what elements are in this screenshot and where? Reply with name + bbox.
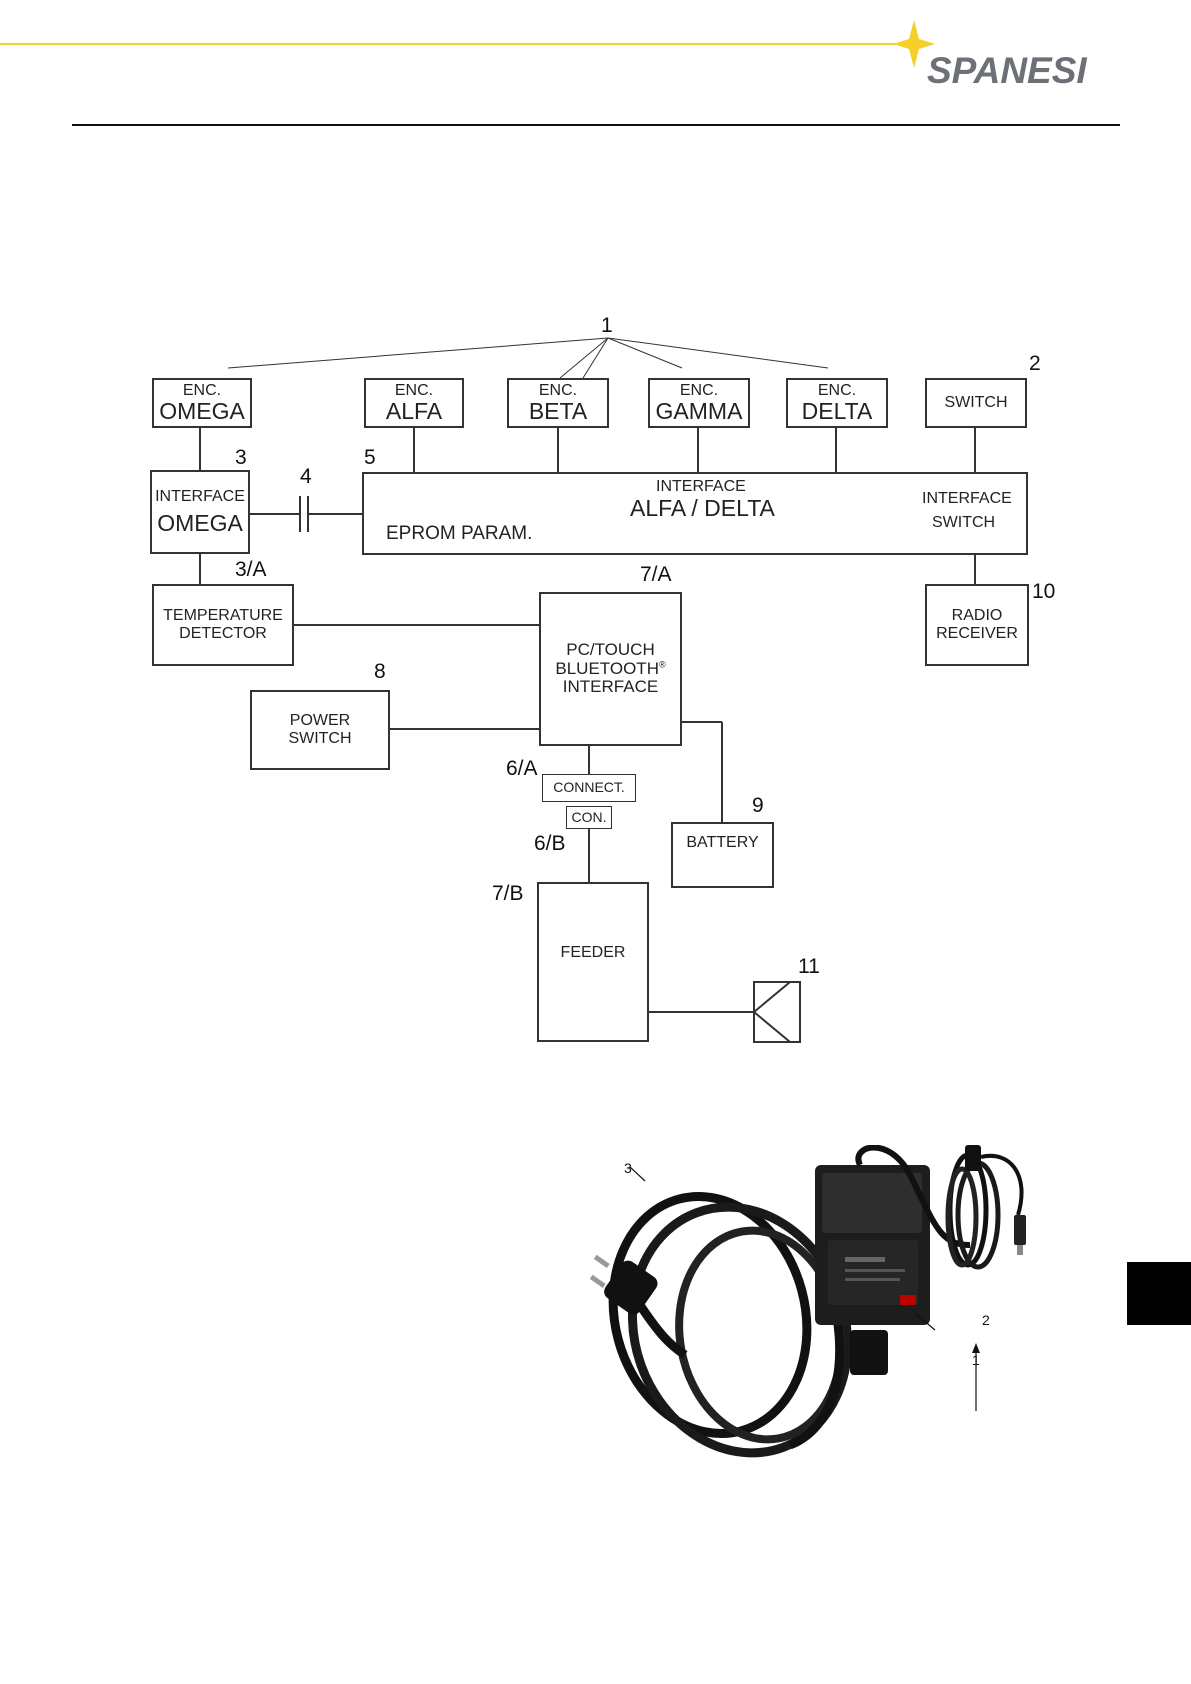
interface-main-line1: INTERFACE (656, 478, 746, 496)
label-4: 4 (300, 465, 312, 489)
connect-box: CONNECT. (542, 774, 636, 802)
photo-callout-1: 1 (972, 1352, 980, 1368)
pc-touch-box: PC/TOUCH BLUETOOTH® INTERFACE (539, 592, 682, 746)
enc-gamma-box: ENC. GAMMA (648, 378, 750, 428)
switch-label: SWITCH (944, 394, 1007, 412)
battery-label: BATTERY (686, 834, 758, 852)
enc-beta-box: ENC. BETA (507, 378, 609, 428)
radio-line1: RADIO (952, 607, 1003, 625)
interface-omega-box: INTERFACE OMEGA (150, 470, 250, 554)
enc-delta-line2: DELTA (802, 399, 873, 424)
switch-box: SWITCH (925, 378, 1027, 428)
registered-mark: ® (659, 659, 666, 669)
interface-omega-line2: OMEGA (157, 511, 243, 536)
temperature-line2: DETECTOR (179, 625, 267, 643)
enc-omega-line1: ENC. (183, 382, 221, 400)
label-1: 1 (601, 314, 613, 338)
label-10: 10 (1032, 580, 1055, 604)
power-line2: SWITCH (288, 730, 351, 748)
label-11: 11 (798, 955, 820, 979)
label-3a: 3/A (235, 558, 267, 582)
dc-cable-icon (948, 1145, 1026, 1267)
feeder-box: FEEDER (537, 882, 649, 1042)
label-5: 5 (364, 446, 376, 470)
label-8: 8 (374, 660, 386, 684)
interface-main-line2: ALFA / DELTA (630, 496, 775, 521)
label-7a: 7/A (640, 563, 672, 587)
power-supply-illustration (590, 1145, 1130, 1475)
pc-touch-line1: PC/TOUCH (566, 641, 654, 660)
enc-delta-line1: ENC. (818, 382, 856, 400)
photo-callout-3: 3 (624, 1160, 632, 1176)
eprom-param-label: EPROM PARAM. (386, 524, 532, 545)
enc-alfa-line1: ENC. (395, 382, 433, 400)
label-7b: 7/B (492, 882, 524, 906)
interface-switch-line1: INTERFACE (922, 490, 1012, 508)
enc-gamma-line2: GAMMA (656, 399, 743, 424)
enc-alfa-line2: ALFA (386, 399, 442, 424)
interface-alfa-delta-box: INTERFACE ALFA / DELTA EPROM PARAM. INTE… (362, 472, 1028, 555)
feeder-label: FEEDER (561, 944, 626, 962)
enc-alfa-box: ENC. ALFA (364, 378, 464, 428)
radio-receiver-box: RADIO RECEIVER (925, 584, 1029, 666)
enc-omega-box: ENC. OMEGA (152, 378, 252, 428)
power-switch-box: POWER SWITCH (250, 690, 390, 770)
enc-beta-line2: BETA (529, 399, 587, 424)
label-9: 9 (752, 794, 764, 818)
con-label: CON. (572, 810, 607, 825)
battery-box: BATTERY (671, 822, 774, 888)
enc-beta-line1: ENC. (539, 382, 577, 400)
enc-omega-line2: OMEGA (159, 399, 245, 424)
label-3: 3 (235, 446, 247, 470)
label-2: 2 (1029, 352, 1041, 376)
pc-touch-line3: INTERFACE (563, 678, 658, 697)
section-tab (1127, 1262, 1191, 1325)
power-line1: POWER (290, 712, 350, 730)
interface-switch-line2: SWITCH (932, 514, 995, 532)
con-box: CON. (566, 806, 612, 829)
connect-label: CONNECT. (553, 780, 625, 795)
label-6a: 6/A (506, 757, 538, 781)
enc-gamma-line1: ENC. (680, 382, 718, 400)
temperature-line1: TEMPERATURE (163, 607, 283, 625)
label-6b: 6/B (534, 832, 566, 856)
pc-touch-line2: BLUETOOTH (555, 659, 659, 678)
temperature-detector-box: TEMPERATURE DETECTOR (152, 584, 294, 666)
enc-delta-box: ENC. DELTA (786, 378, 888, 428)
photo-callout-2: 2 (982, 1312, 990, 1328)
radio-line2: RECEIVER (936, 625, 1018, 643)
interface-omega-line1: INTERFACE (155, 488, 245, 506)
